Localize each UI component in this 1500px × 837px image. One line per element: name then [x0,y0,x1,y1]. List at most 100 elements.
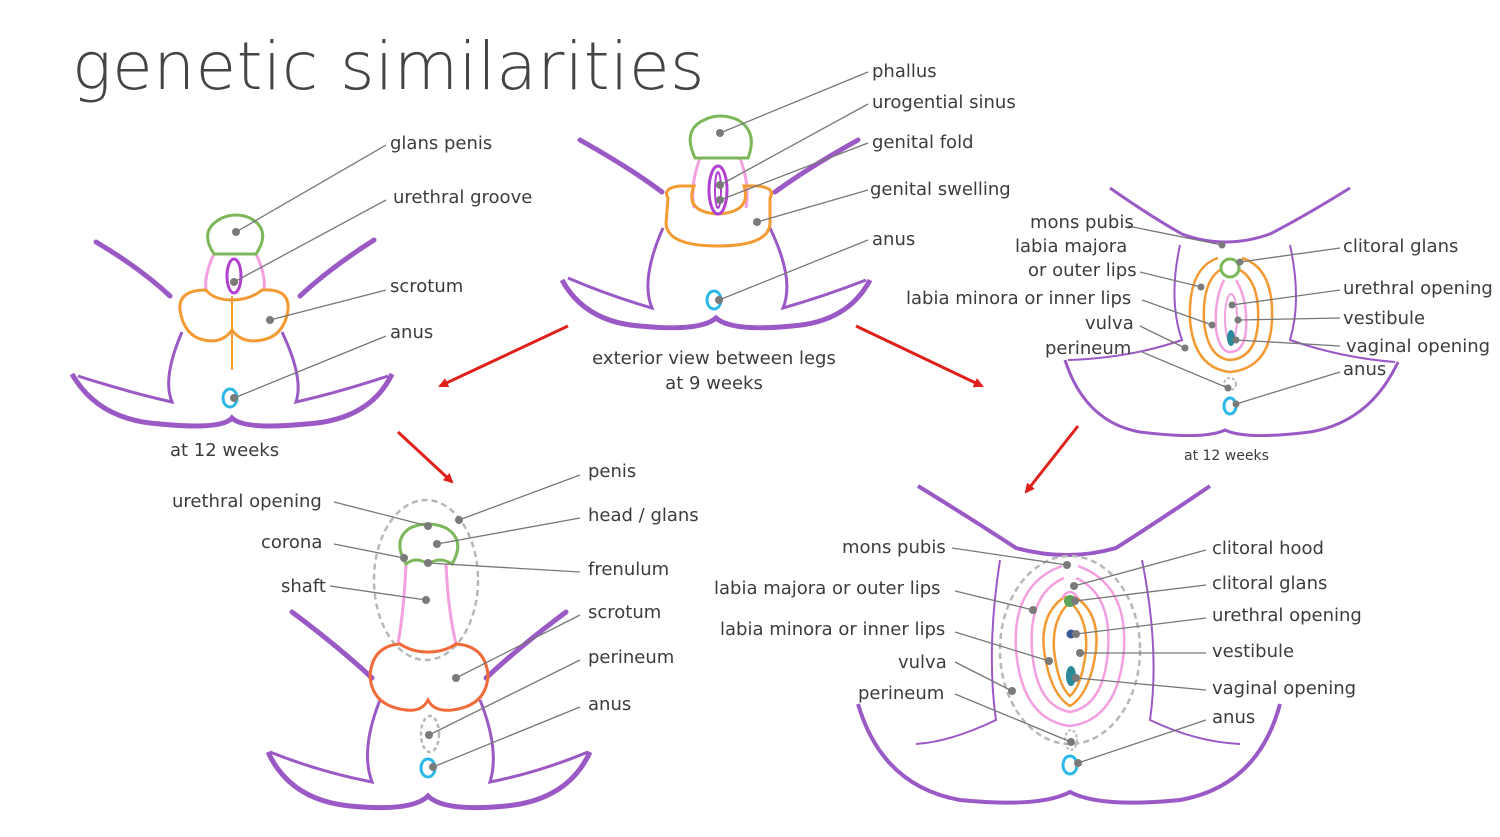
dot-fa-vestibule [1076,649,1084,657]
male-adult-leg-left [289,609,375,681]
female12-vaginal-opening-shape [1227,330,1235,346]
female12-buttocks [1063,359,1400,438]
dot-male12-anus [230,394,238,402]
fa-labia-minora-shape [1042,594,1098,708]
female12-clitoral-glans-shape [1219,257,1241,279]
leader-fa-clitoral-hood [1073,549,1207,587]
leader-glans-penis [235,144,387,233]
dot-genital-swelling [753,218,761,226]
leader-scrotum [269,289,387,321]
leader-f12-vestibule [1237,317,1341,321]
leader-ma-corona [333,543,405,559]
caption-9-weeks-line2: at 9 weeks [665,373,763,394]
center-thigh-left [567,227,665,311]
dot-glans-penis [232,228,240,236]
leader-center-anus [718,239,869,301]
leader-fa-vulva [954,661,1013,692]
dot-fa-urethral-opening [1072,630,1080,638]
male12-glans-shape [206,213,265,256]
label-f12-clitoral-glans: clitoral glans [1343,236,1459,257]
label-f12-mons-pubis: mons pubis [1030,212,1134,233]
label-glans-penis: glans penis [390,133,493,154]
label-ma-head-glans: head / glans [588,505,699,526]
male12-fold-shape [204,253,266,291]
dot-f12-urethral-opening [1228,301,1236,309]
urogential-sinus-inner [714,171,722,209]
arrow-to-male-12 [438,324,569,388]
leader-fa-vaginal-opening [1075,677,1207,691]
dot-genital-fold [716,196,724,204]
dot-ma-perineum [425,731,433,739]
leader-f12-mons-pubis [1127,225,1223,246]
fa-labia-majora-shape [1014,564,1126,728]
label-genital-swelling: genital swelling [870,179,1011,200]
dot-f12-perineum [1224,384,1232,392]
page-title: genetic similarities [72,28,705,105]
center-buttocks [559,278,873,331]
female-12-weeks-figure [1063,186,1400,438]
female12-thigh-right [1288,244,1396,363]
male12-thigh-left [77,331,184,405]
leader-urogential-sinus [719,103,869,186]
dot-ma-corona [400,554,408,562]
male-adult-buttocks [265,750,593,811]
center-thigh-right [768,227,867,311]
label-f12-anus: anus [1343,359,1387,380]
leader-urethral-groove [233,199,387,283]
leader-ma-shaft [329,585,427,601]
label-ma-penis: penis [588,461,637,482]
dot-fa-vulva [1008,687,1016,695]
phallus-shape [688,114,753,160]
dot-urethral-groove [230,278,238,286]
male-adult-thigh-left [269,699,382,784]
label-f12-perineum: perineum [1045,338,1132,359]
adult-female-figure [856,484,1282,805]
label-urethral-groove: urethral groove [393,187,533,208]
penis-outline-dashed [372,498,480,662]
male12-thigh-right [280,331,389,405]
label-ma-corona: corona [261,532,323,553]
genital-swelling-shape [664,184,773,248]
label-phallus: phallus [872,61,937,82]
leader-ma-anus [432,706,581,768]
leader-fa-perineum [954,693,1072,743]
leader-ma-scrotum [455,614,581,679]
label-f12-vulva: vulva [1085,313,1134,334]
dot-f12-labia-majora [1197,283,1205,291]
leader-fa-mons-pubis [951,547,1068,566]
leader-fa-labia-minora [954,631,1050,662]
label-ma-perineum: perineum [588,647,675,668]
dot-fa-anus [1074,759,1082,767]
dot-f12-vulva [1181,344,1189,352]
dot-urogential-sinus [716,181,724,189]
leader-male12-anus [233,335,387,399]
dot-center-anus [715,296,723,304]
female12-perineum-shape [1223,377,1237,391]
caption-male-12-weeks: at 12 weeks [170,440,280,461]
male12-scrotum-shape [178,288,290,343]
leader-f12-labia-minora [1141,299,1213,326]
head-glans-shape [398,522,460,567]
arrow-to-male-adult [396,430,454,484]
label-ma-shaft: shaft [281,576,326,597]
dot-fa-perineum [1067,738,1075,746]
female12-belly [1109,186,1351,244]
center-leg-right [772,137,861,195]
dot-ma-shaft [422,596,430,604]
dot-f12-mons-pubis [1218,241,1226,249]
dot-fa-labia-majora [1029,606,1037,614]
label-f12-labia-minora: labia minora or inner lips [906,288,1132,309]
label-fa-vulva: vulva [898,652,947,673]
male12-leg-right [297,237,377,299]
leader-fa-urethral-opening [1075,617,1207,635]
label-ma-scrotum: scrotum [588,602,662,623]
label-fa-labia-majora: labia majora or outer lips [714,578,941,599]
dot-phallus [716,129,724,137]
dot-f12-vestibule [1234,316,1242,324]
fa-labia-minora-inner [1052,603,1088,698]
label-ma-urethral-opening: urethral opening [172,491,322,512]
dot-ma-urethral-opening [424,522,432,530]
caption-female-12-weeks: at 12 weeks [1184,448,1269,464]
label-urogential-sinus: urogential sinus [872,92,1016,113]
label-fa-labia-minora: labia minora or inner lips [720,619,946,640]
